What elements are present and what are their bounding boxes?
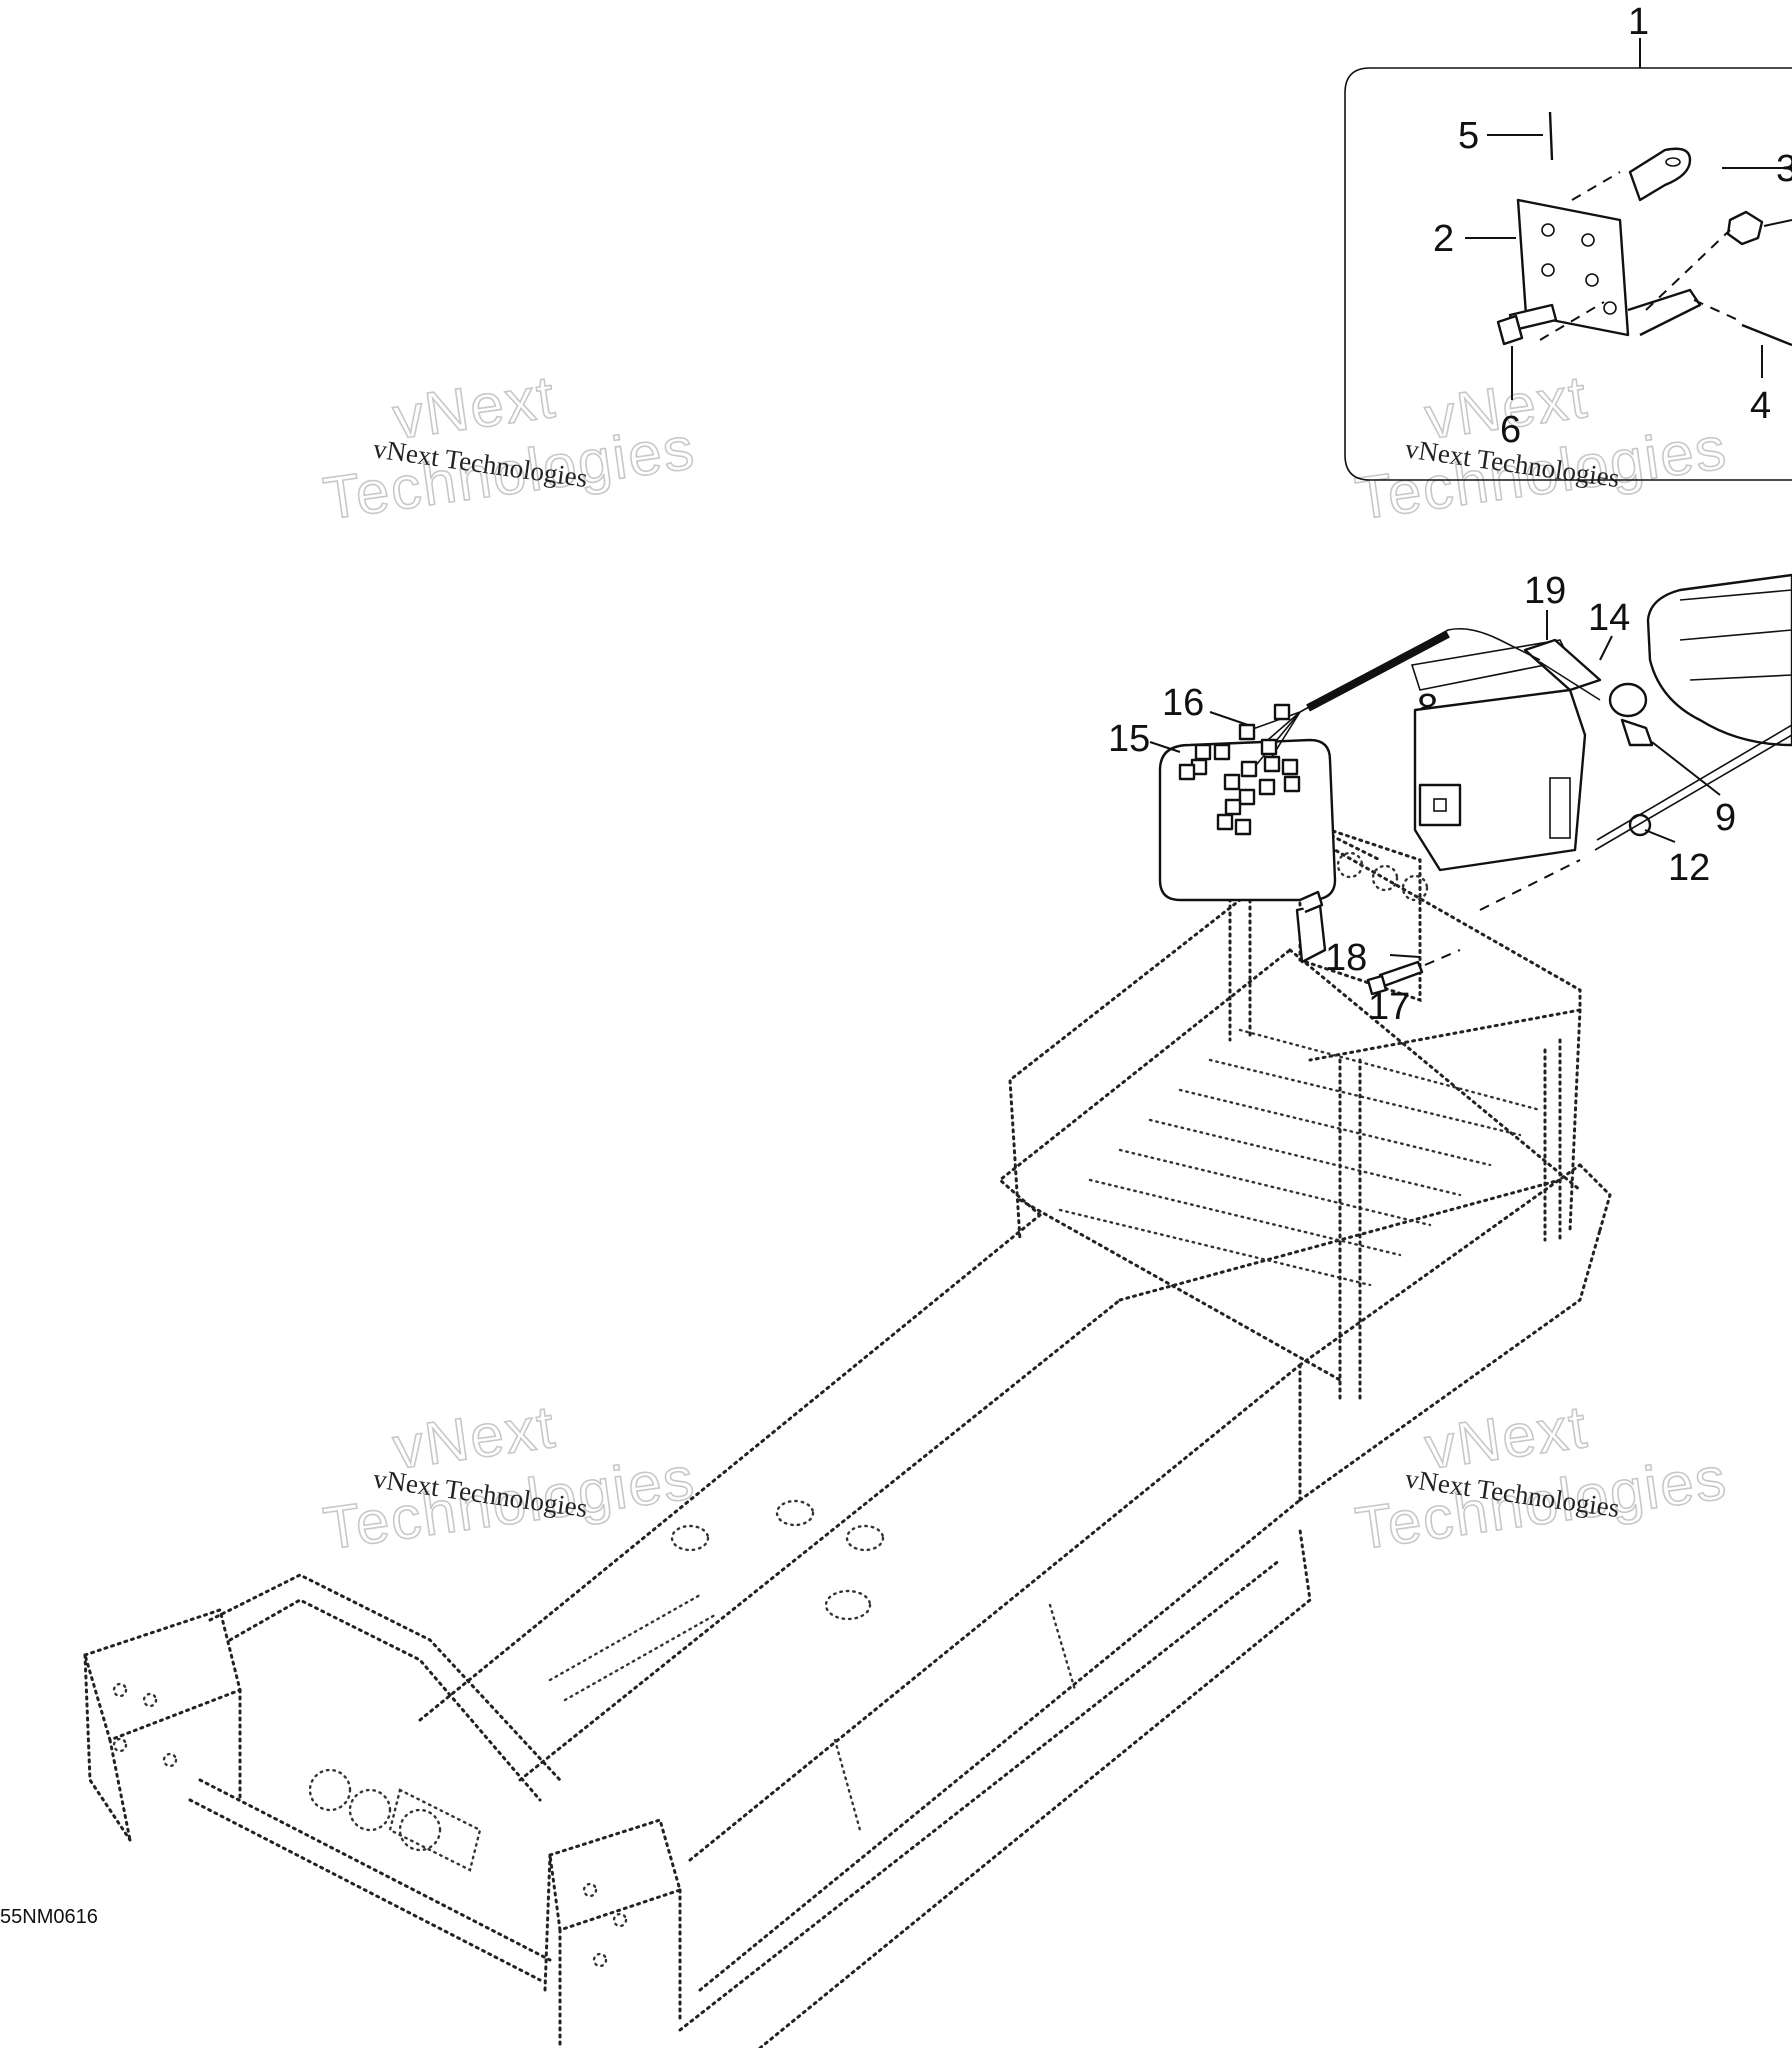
callout-19: 19 <box>1524 570 1566 612</box>
watermark-bottom-left: vNext Technologies vNext Technologies <box>319 1392 701 1563</box>
socket-part-14 <box>1608 682 1648 718</box>
drawing-code: 55NM0616 <box>0 1906 98 1928</box>
nut-part <box>1726 210 1764 246</box>
watermark-bottom-right: vNext Technologies vNext Technologies <box>1351 1392 1733 1563</box>
callout-17: 17 <box>1368 986 1410 1028</box>
kit-1-box: 1 5 3 2 4 6 <box>1344 1 1792 481</box>
plate-part-2 <box>1516 198 1630 337</box>
taillight-assembly: 8 9 12 14 19 <box>1108 570 1792 1028</box>
plate-flange <box>1627 288 1702 337</box>
callout-15: 15 <box>1108 718 1150 760</box>
clevis-part-3 <box>1628 147 1692 202</box>
rod-part-4 <box>1741 323 1792 347</box>
taillight-body <box>1413 688 1587 872</box>
relay-part-18 <box>1295 903 1327 964</box>
pin-part-5 <box>1548 111 1554 161</box>
bulb-part-9 <box>1620 718 1654 747</box>
callout-4: 4 <box>1750 385 1771 427</box>
callout-6: 6 <box>1500 409 1521 451</box>
callout-12: 12 <box>1668 847 1710 889</box>
harness-tube-part-19 <box>1523 638 1602 692</box>
callout-2: 2 <box>1433 218 1454 260</box>
callout-16: 16 <box>1162 682 1204 724</box>
callout-1: 1 <box>1628 1 1649 43</box>
watermark-top-left: vNext Technologies vNext Technologies <box>319 362 701 533</box>
terminal-16a <box>1238 723 1256 741</box>
screw-part-17 <box>1378 960 1424 988</box>
callout-18: 18 <box>1325 937 1367 979</box>
callout-14: 14 <box>1588 597 1630 639</box>
callout-9: 9 <box>1715 797 1736 839</box>
callout-3: 3 <box>1776 148 1792 190</box>
callout-5: 5 <box>1458 115 1479 157</box>
watermark-top-right: vNext Technologies vNext Technologies <box>1351 362 1733 533</box>
taillight-lens <box>1646 573 1792 747</box>
connector <box>1418 783 1462 827</box>
